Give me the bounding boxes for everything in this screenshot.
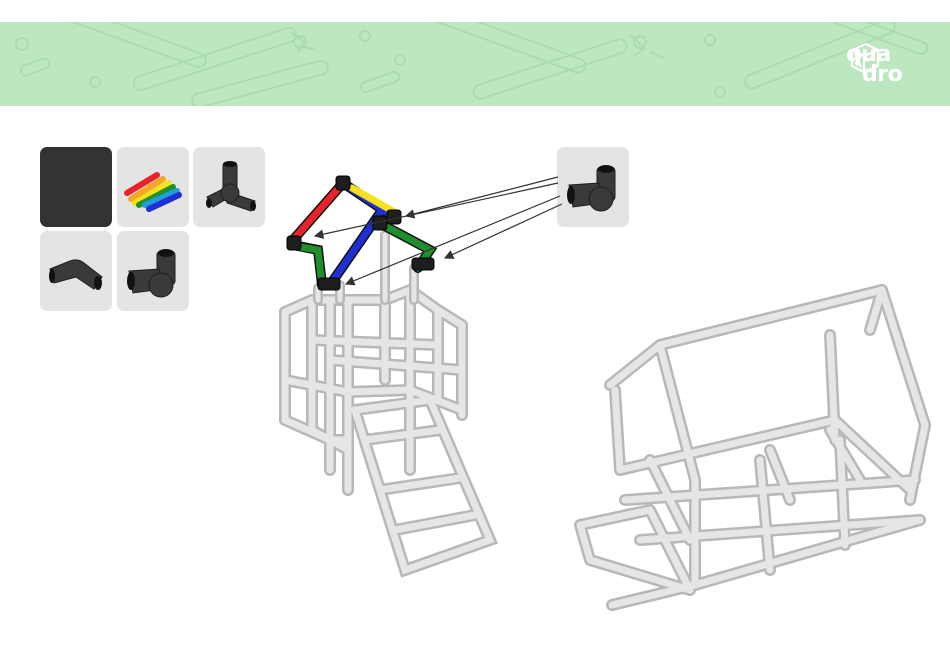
- playhouse-frame-right: [580, 290, 925, 605]
- playhouse-frame-left: [285, 235, 490, 570]
